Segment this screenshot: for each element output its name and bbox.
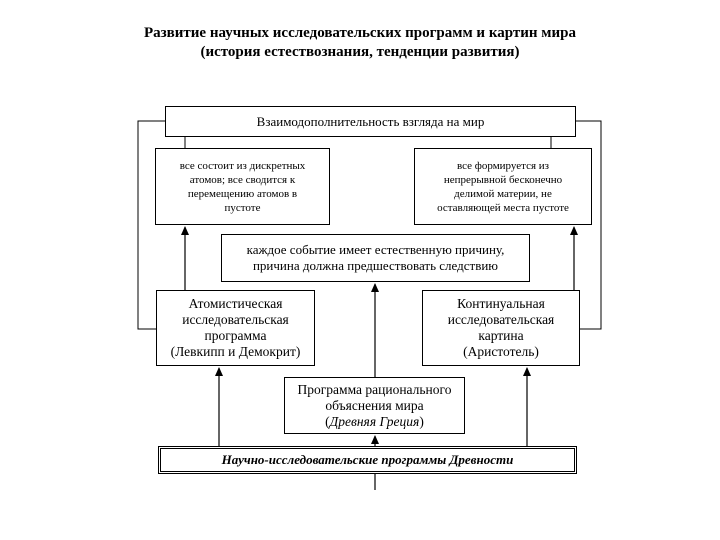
- atomistic-line: исследовательская: [182, 312, 289, 327]
- left-concept-box: все состоит из дискретных атомов; все св…: [155, 148, 330, 225]
- rational-era: Древняя Греция: [329, 413, 420, 429]
- continual-picture-box: Континуальная исследовательская картина …: [422, 290, 580, 366]
- top-box-label: Взаимодополнительность взгляда на мир: [256, 113, 485, 129]
- right-box-line: делимой материи, не: [454, 187, 552, 200]
- right-loop-connector: [576, 120, 602, 330]
- rational-line-2: объяснения мира: [325, 397, 424, 413]
- causality-line: каждое событие имеет естественную причин…: [246, 242, 505, 257]
- left-box-line: все состоит из дискретных: [179, 159, 306, 172]
- atomistic-line: Атомистическая: [188, 296, 283, 311]
- page-title: Развитие научных исследовательских прогр…: [143, 25, 576, 41]
- atomistic-line: программа: [204, 328, 267, 343]
- atomistic-line: (Левкипп и Демокрит): [170, 344, 301, 359]
- continual-line: исследовательская: [447, 312, 555, 327]
- continual-line: картина: [478, 328, 524, 343]
- right-box-line: непрерывной бесконечно: [443, 173, 563, 186]
- bottom-box-label: Научно-исследовательские программы Древн…: [221, 452, 514, 467]
- rational-line-3: (Древняя Греция): [325, 413, 424, 429]
- left-loop-connector: [137, 120, 165, 330]
- rational-program-box: Программа рационального объяснения мира …: [284, 377, 465, 434]
- rational-line-1: Программа рационального: [297, 381, 452, 397]
- continual-line: (Аристотель): [463, 344, 539, 359]
- bottom-box: Научно-исследовательские программы Древн…: [158, 446, 577, 474]
- causality-box: каждое событие имеет естественную причин…: [221, 234, 530, 282]
- page-subtitle: (история естествознания, тенденции разви…: [200, 44, 520, 60]
- right-box-line: оставляющей места пустоте: [437, 201, 569, 214]
- causality-line: причина должна предшествовать следствию: [252, 258, 499, 273]
- top-box: Взаимодополнительность взгляда на мир: [165, 106, 576, 137]
- left-box-line: атомов; все сводится к: [189, 173, 296, 186]
- right-box-line: все формируется из: [456, 159, 550, 172]
- left-box-line: перемещению атомов в: [187, 187, 298, 200]
- atomistic-program-box: Атомистическая исследовательская програм…: [156, 290, 315, 366]
- right-concept-box: все формируется из непрерывной бесконечн…: [414, 148, 592, 225]
- left-box-line: пустоте: [224, 201, 261, 214]
- continual-line: Континуальная: [457, 296, 545, 311]
